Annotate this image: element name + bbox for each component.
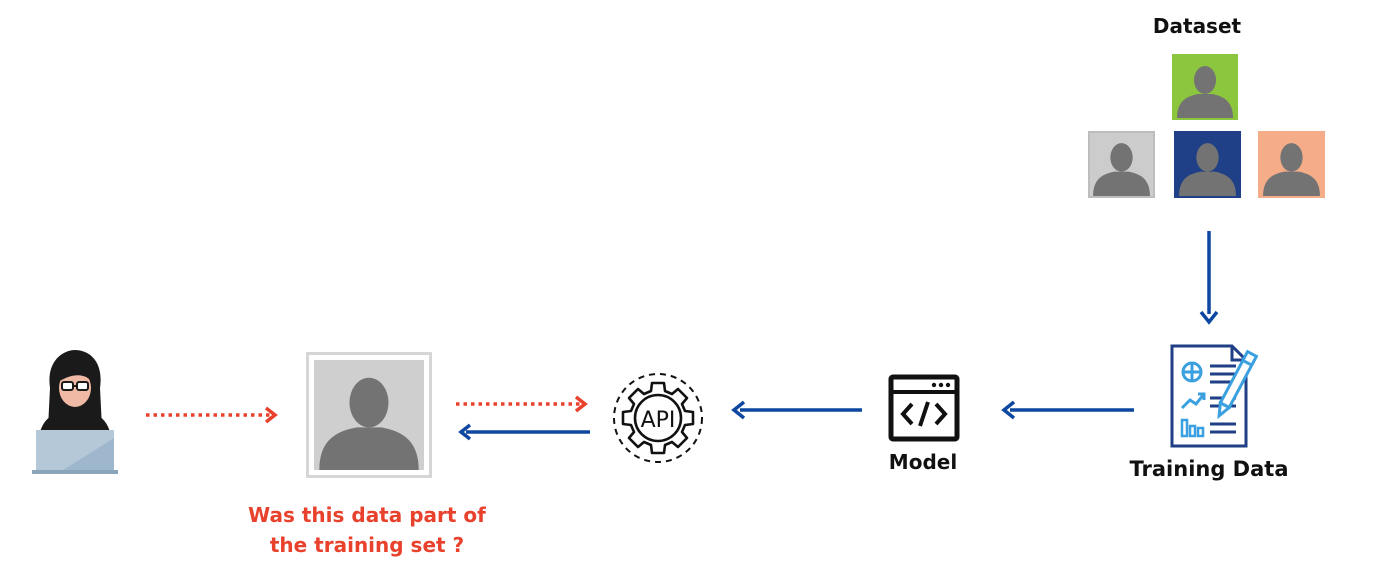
attacker-hacker-icon: [32, 350, 118, 474]
dataset-title: Dataset: [1152, 14, 1242, 38]
training-data-document-icon: [1170, 344, 1259, 448]
question-line-1: Was this data part of: [248, 503, 486, 527]
arrow-training-to-model: [1001, 400, 1134, 420]
arrow-query-to-api: [456, 395, 588, 413]
api-gear-icon: API: [613, 373, 703, 463]
dataset-person-green: [1172, 54, 1238, 120]
person-silhouette-icon: [1093, 143, 1150, 196]
query-image: [306, 352, 432, 478]
dataset-person-blue: [1174, 131, 1241, 198]
api-text: API: [641, 408, 676, 433]
training-data-label: Training Data: [1129, 457, 1289, 481]
arrow-api-to-query: [458, 423, 590, 441]
dataset-person-orange: [1258, 131, 1325, 198]
membership-question: Was this data part of the training set ?: [236, 500, 498, 560]
dataset-person-gray: [1088, 131, 1155, 198]
question-line-2: the training set ?: [269, 533, 465, 557]
model-code-window-icon: [888, 374, 960, 442]
arrow-dataset-to-training: [1199, 231, 1219, 325]
person-silhouette-icon: [319, 377, 419, 470]
person-silhouette-icon: [1179, 143, 1236, 196]
arrow-model-to-api: [731, 400, 862, 420]
person-silhouette-icon: [1263, 143, 1320, 196]
arrow-attacker-to-query: [146, 406, 278, 424]
person-silhouette-icon: [1177, 66, 1233, 118]
model-label: Model: [888, 450, 958, 474]
